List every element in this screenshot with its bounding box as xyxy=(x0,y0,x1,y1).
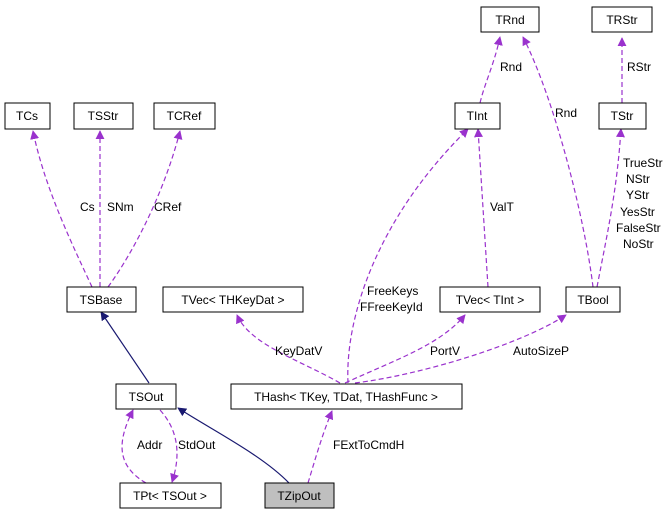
node-tcs[interactable]: TCs xyxy=(4,102,51,130)
edge-tint-trnd xyxy=(479,36,503,104)
edge-label-truestr: TrueStr xyxy=(623,156,663,170)
edge-label-fexttocmdh: FExtToCmdH xyxy=(333,438,404,452)
node-tbool[interactable]: TBool xyxy=(565,286,621,313)
node-trnd[interactable]: TRnd xyxy=(480,6,540,33)
node-label-trstr: TRStr xyxy=(606,13,637,27)
node-tsbase[interactable]: TSBase xyxy=(66,286,137,313)
edge-label-ffreekeyid: FFreeKeyId xyxy=(360,300,423,314)
node-tstr[interactable]: TStr xyxy=(598,102,647,130)
edge-label-falsestr: FalseStr xyxy=(616,221,661,235)
node-label-tcref: TCRef xyxy=(167,109,202,123)
edge-tbool-trnd xyxy=(522,36,594,288)
node-tvec-thkeydat[interactable]: TVec< THKeyDat > xyxy=(162,286,304,313)
edge-label-rnd-tbool: Rnd xyxy=(555,106,577,120)
node-tpt-tsout[interactable]: TPt< TSOut > xyxy=(119,482,222,509)
node-tint[interactable]: TInt xyxy=(454,102,501,130)
edge-tzipout-thash xyxy=(307,410,334,484)
edge-label-snm: SNm xyxy=(107,200,134,214)
node-label-tpt-tsout: TPt< TSOut > xyxy=(133,489,207,503)
node-label-tstr: TStr xyxy=(611,109,634,123)
node-tsout[interactable]: TSOut xyxy=(115,383,177,410)
edge-label-cref: CRef xyxy=(154,200,182,214)
edge-tsbase-tcref xyxy=(107,130,183,288)
edge-thash-tvectint xyxy=(344,314,466,384)
edge-tsbase-tcs xyxy=(30,130,93,288)
edge-label-addr: Addr xyxy=(137,438,162,452)
node-label-tcs: TCs xyxy=(16,109,38,123)
node-label-tsbase: TSBase xyxy=(80,293,123,307)
edge-label-keydatv: KeyDatV xyxy=(275,344,322,358)
edge-thash-tvechkd xyxy=(236,314,341,384)
node-tcref[interactable]: TCRef xyxy=(153,102,216,130)
edge-tvec-tint xyxy=(474,128,489,288)
edge-label-stdout: StdOut xyxy=(178,438,216,452)
node-label-tvec-thkeydat: TVec< THKeyDat > xyxy=(181,293,284,307)
node-tsstr[interactable]: TSStr xyxy=(73,102,134,130)
edge-label-rnd-tint: Rnd xyxy=(500,60,522,74)
node-thash[interactable]: THash< TKey, TDat, THashFunc > xyxy=(230,383,463,410)
edge-tpt-tsout-addr xyxy=(121,409,147,484)
node-label-tsout: TSOut xyxy=(129,390,164,404)
node-label-tint: TInt xyxy=(467,109,488,123)
node-label-tsstr: TSStr xyxy=(88,109,119,123)
node-label-trnd: TRnd xyxy=(495,13,524,27)
edge-label-freekeys: FreeKeys xyxy=(367,284,418,298)
edge-tsout-tsbase xyxy=(100,311,150,384)
edge-label-nostr: NoStr xyxy=(623,237,654,251)
edge-label-yesstr: YesStr xyxy=(620,205,655,219)
edge-label-autosizep: AutoSizeP xyxy=(513,344,569,358)
node-tvec-tint[interactable]: TVec< TInt > xyxy=(439,286,541,313)
edge-thash-tint xyxy=(347,128,469,384)
node-label-tvec-tint: TVec< TInt > xyxy=(456,293,524,307)
edge-tbool-tstr xyxy=(596,128,625,288)
edge-label-rstr: RStr xyxy=(627,60,651,74)
node-trstr[interactable]: TRStr xyxy=(591,6,653,33)
edge-thash-tbool xyxy=(354,314,567,384)
edge-label-cs: Cs xyxy=(80,200,95,214)
edge-label-nstr: NStr xyxy=(626,172,650,186)
node-label-tbool: TBool xyxy=(577,293,608,307)
node-label-thash: THash< TKey, TDat, THashFunc > xyxy=(254,390,438,404)
edge-tzipout-tsout xyxy=(177,407,290,484)
edge-label-valt: ValT xyxy=(490,200,514,214)
edge-label-ystr: YStr xyxy=(626,188,649,202)
node-label-tzipout: TZipOut xyxy=(277,489,321,503)
edge-label-portv: PortV xyxy=(430,344,460,358)
edge-tsout-tpt-stdout xyxy=(159,409,179,483)
node-tzipout[interactable]: TZipOut xyxy=(264,482,335,509)
